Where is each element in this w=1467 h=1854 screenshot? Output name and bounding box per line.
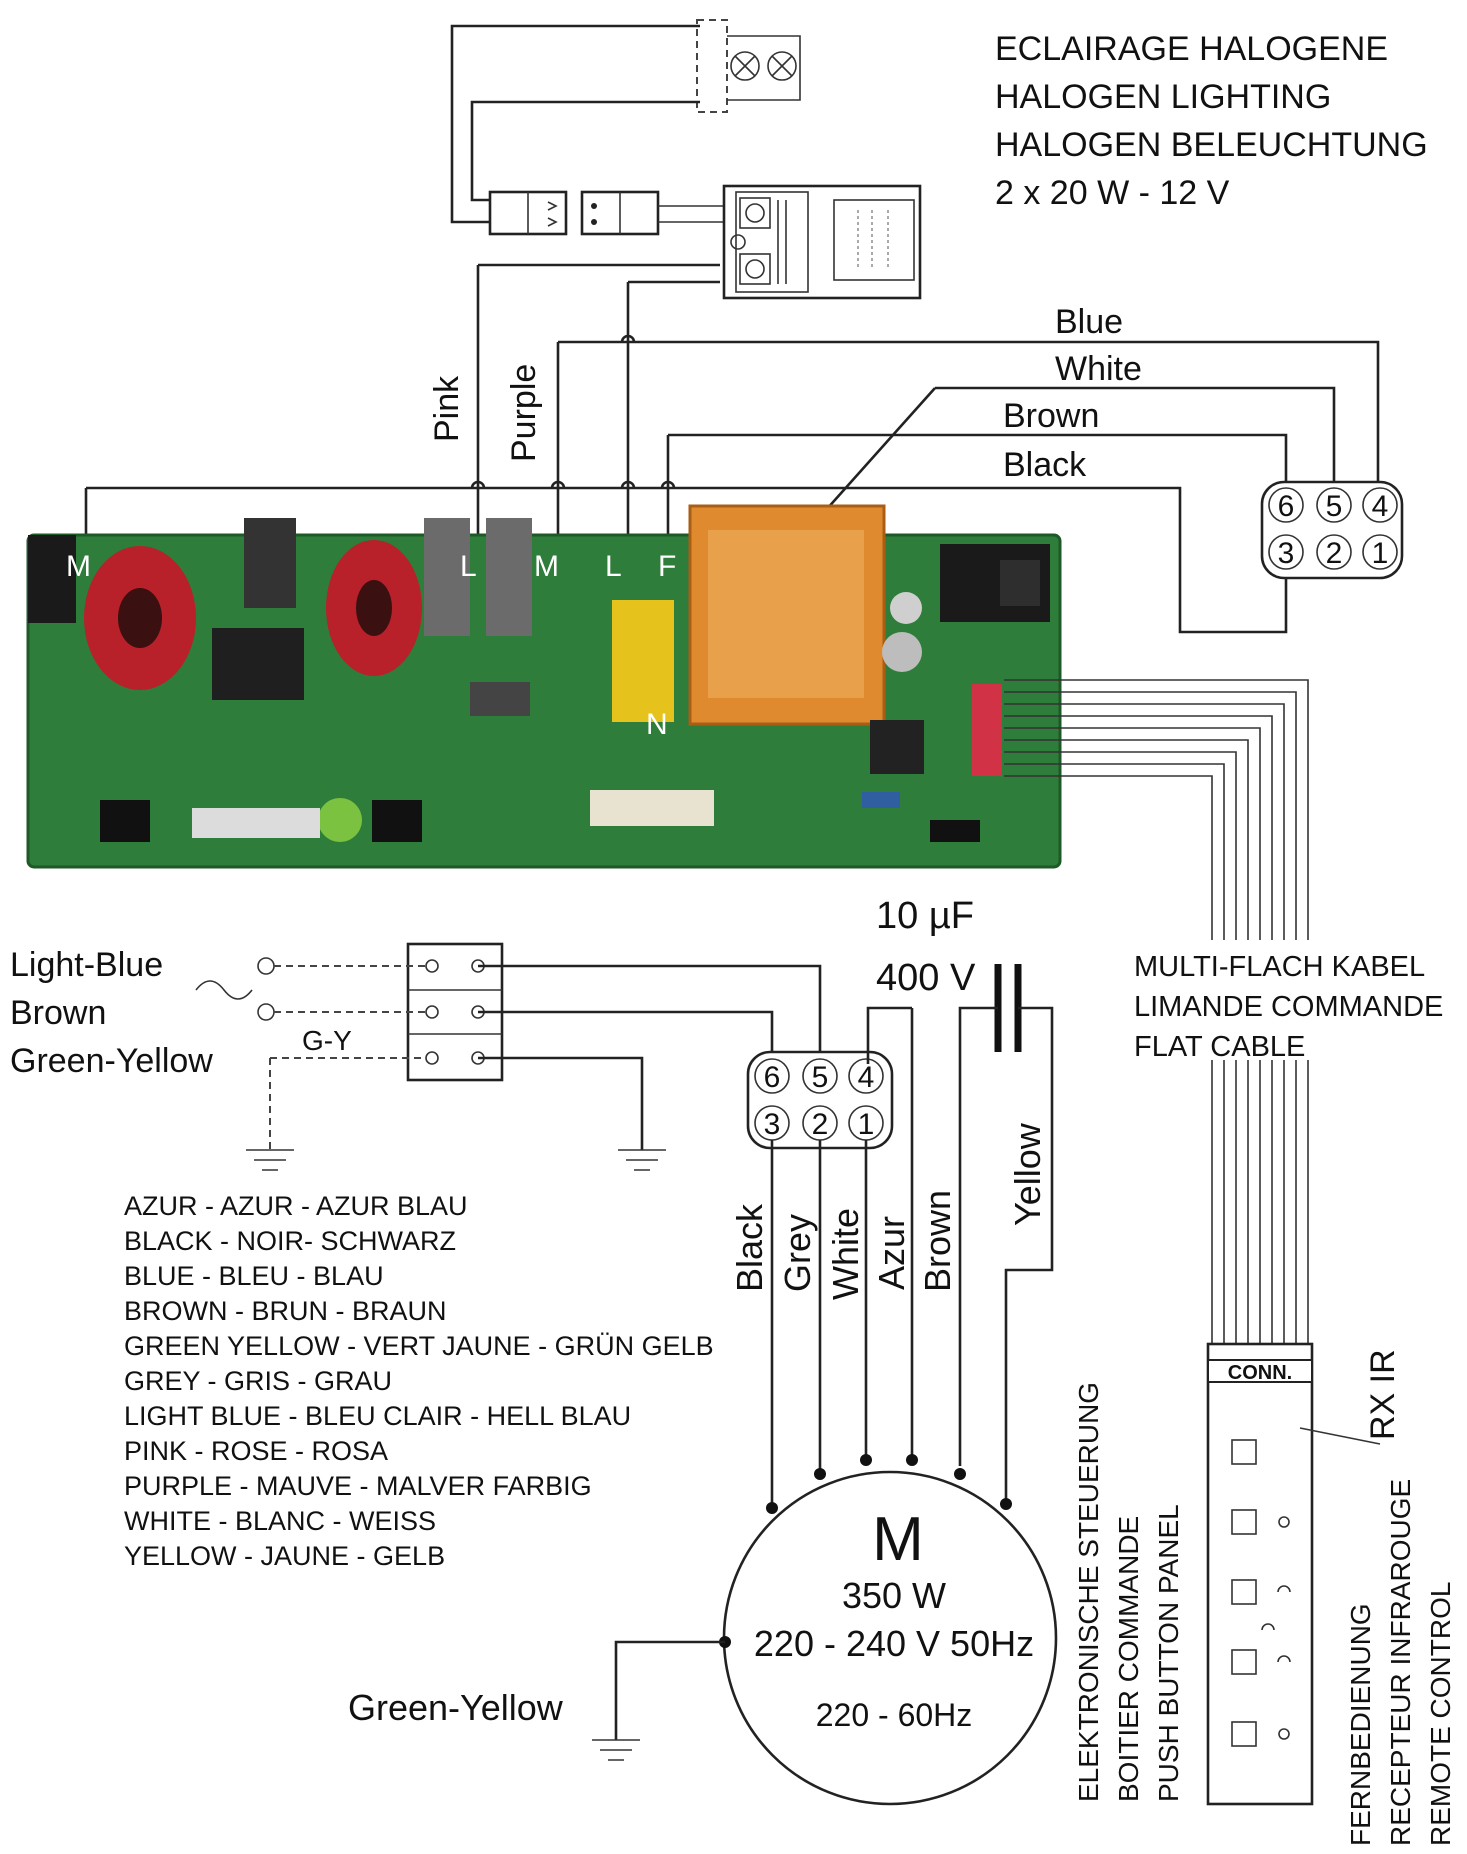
lamp-plug	[488, 190, 724, 236]
panel-push-label-2: BOITIER COMMANDE	[1113, 1516, 1144, 1802]
lamp-wire-1	[450, 24, 700, 224]
motor-voltage: 220 - 240 V 50Hz	[754, 1623, 1034, 1664]
control-pcb: M L M L F N	[26, 504, 1062, 869]
legend-item: BLACK - NOIR- SCHWARZ	[124, 1226, 456, 1256]
upper-pin-1: 1	[1372, 537, 1389, 570]
halogen-lamps	[696, 19, 801, 113]
panel-remote-label-3: REMOTE CONTROL	[1425, 1582, 1456, 1846]
supply-terminal-block	[195, 942, 666, 1171]
wire-brown	[668, 433, 1288, 505]
legend-item: WHITE - BLANC - WEISS	[124, 1506, 436, 1536]
upper-pin-5: 5	[1326, 490, 1343, 523]
pcb-flat-connector	[972, 684, 1002, 776]
motor-pin-5: 5	[812, 1061, 829, 1094]
lighting-title-1: ECLAIRAGE HALOGENE	[995, 30, 1388, 68]
upper-connector: 6 5 4 3 2 1	[1260, 480, 1404, 580]
legend-item: LIGHT BLUE - BLEU CLAIR - HELL BLAU	[124, 1401, 631, 1431]
supply-green-yellow: Green-Yellow	[10, 1042, 213, 1080]
panel-rx-ir: RX IR	[1364, 1349, 1402, 1440]
motor-power: 350 W	[842, 1575, 946, 1616]
motor-pin-2: 2	[812, 1108, 829, 1141]
upper-pin-6: 6	[1278, 490, 1295, 523]
legend-item: PINK - ROSE - ROSA	[124, 1436, 388, 1466]
wire-blue	[558, 340, 1380, 500]
label-wire-purple: Purple	[505, 364, 543, 462]
panel-push-label-1: ELEKTRONISCHE STEUERUNG	[1073, 1382, 1104, 1802]
capacitor-voltage: 400 V	[876, 957, 976, 999]
label-wire-brown: Brown	[1003, 397, 1099, 435]
color-legend: AZUR - AZUR - AZUR BLAU BLACK - NOIR- SC…	[124, 1191, 714, 1571]
pcb-terminal-l1: L	[460, 550, 477, 583]
lighting-title-3: HALOGEN BELEUCHTUNG	[995, 126, 1428, 164]
pcb-capacitor	[612, 600, 674, 722]
label-wire-white: White	[1055, 350, 1142, 388]
flat-cable-label-2: LIMANDE COMMANDE	[1134, 991, 1443, 1023]
panel-conn-label: CONN.	[1228, 1362, 1292, 1384]
motor-wire-label-black: Black	[729, 1203, 770, 1292]
label-wire-black: Black	[1003, 446, 1087, 484]
motor-wire-label-grey: Grey	[777, 1214, 818, 1292]
motor-connector: 6 5 4 3 2 1	[746, 1050, 894, 1150]
legend-item: BLUE - BLEU - BLAU	[124, 1261, 384, 1291]
legend-item: AZUR - AZUR - AZUR BLAU	[124, 1191, 468, 1221]
pcb-terminal-f: F	[658, 550, 676, 583]
push-button-panel: CONN.	[1206, 1342, 1381, 1806]
wire-black	[86, 486, 1288, 634]
legend-item: YELLOW - JAUNE - GELB	[124, 1541, 445, 1571]
motor-wire-label-brown: Brown	[917, 1190, 958, 1292]
pcb-terminal-m1: M	[66, 550, 91, 583]
flat-cable	[1004, 679, 1309, 1348]
lighting-rating: 2 x 20 W - 12 V	[995, 174, 1230, 212]
motor-pin-6: 6	[764, 1061, 781, 1094]
motor-ground-label: Green-Yellow	[348, 1687, 564, 1728]
upper-pin-2: 2	[1326, 537, 1343, 570]
halogen-transformer	[722, 184, 922, 300]
supply-gy: G-Y	[302, 1025, 352, 1056]
pcb-terminal-m2: M	[534, 550, 559, 583]
motor-pin-4: 4	[858, 1061, 875, 1094]
panel-remote-label-1: FERNBEDIENUNG	[1345, 1603, 1376, 1846]
legend-item: PURPLE - MAUVE - MALVER FARBIG	[124, 1471, 592, 1501]
legend-item: BROWN - BRUN - BRAUN	[124, 1296, 447, 1326]
wire-white	[935, 386, 1336, 500]
motor-wire-label-yellow: Yellow	[1007, 1122, 1048, 1226]
label-wire-blue: Blue	[1055, 303, 1123, 341]
pcb-terminal-l2: L	[605, 550, 622, 583]
lamp-wire-2	[470, 100, 700, 202]
flat-cable-label-3: FLAT CABLE	[1134, 1031, 1305, 1063]
panel-push-label-3: PUSH BUTTON PANEL	[1153, 1504, 1184, 1802]
motor-wire-label-white: White	[825, 1208, 866, 1300]
motor	[592, 1454, 1058, 1806]
legend-item: GREY - GRIS - GRAU	[124, 1366, 392, 1396]
flat-cable-label-1: MULTI-FLACH KABEL	[1134, 951, 1425, 983]
supply-brown: Brown	[10, 994, 106, 1032]
motor-wire-label-azur: Azur	[871, 1216, 912, 1290]
upper-pin-3: 3	[1278, 537, 1295, 570]
label-wire-pink: Pink	[428, 375, 466, 442]
motor-alt-voltage: 220 - 60Hz	[816, 1697, 973, 1733]
motor-pin-1: 1	[858, 1108, 875, 1141]
legend-item: GREEN YELLOW - VERT JAUNE - GRÜN GELB	[124, 1331, 714, 1361]
capacitor-value: 10 µF	[876, 895, 974, 937]
supply-light-blue: Light-Blue	[10, 946, 163, 984]
pcb-terminal-n: N	[646, 708, 668, 741]
motor-pin-3: 3	[764, 1108, 781, 1141]
run-capacitor	[958, 964, 1054, 1504]
upper-pin-4: 4	[1372, 490, 1389, 523]
motor-symbol: M	[872, 1505, 924, 1574]
lighting-title-2: HALOGEN LIGHTING	[995, 78, 1331, 116]
panel-remote-label-2: RECEPTEUR INFRAROUGE	[1385, 1479, 1416, 1846]
